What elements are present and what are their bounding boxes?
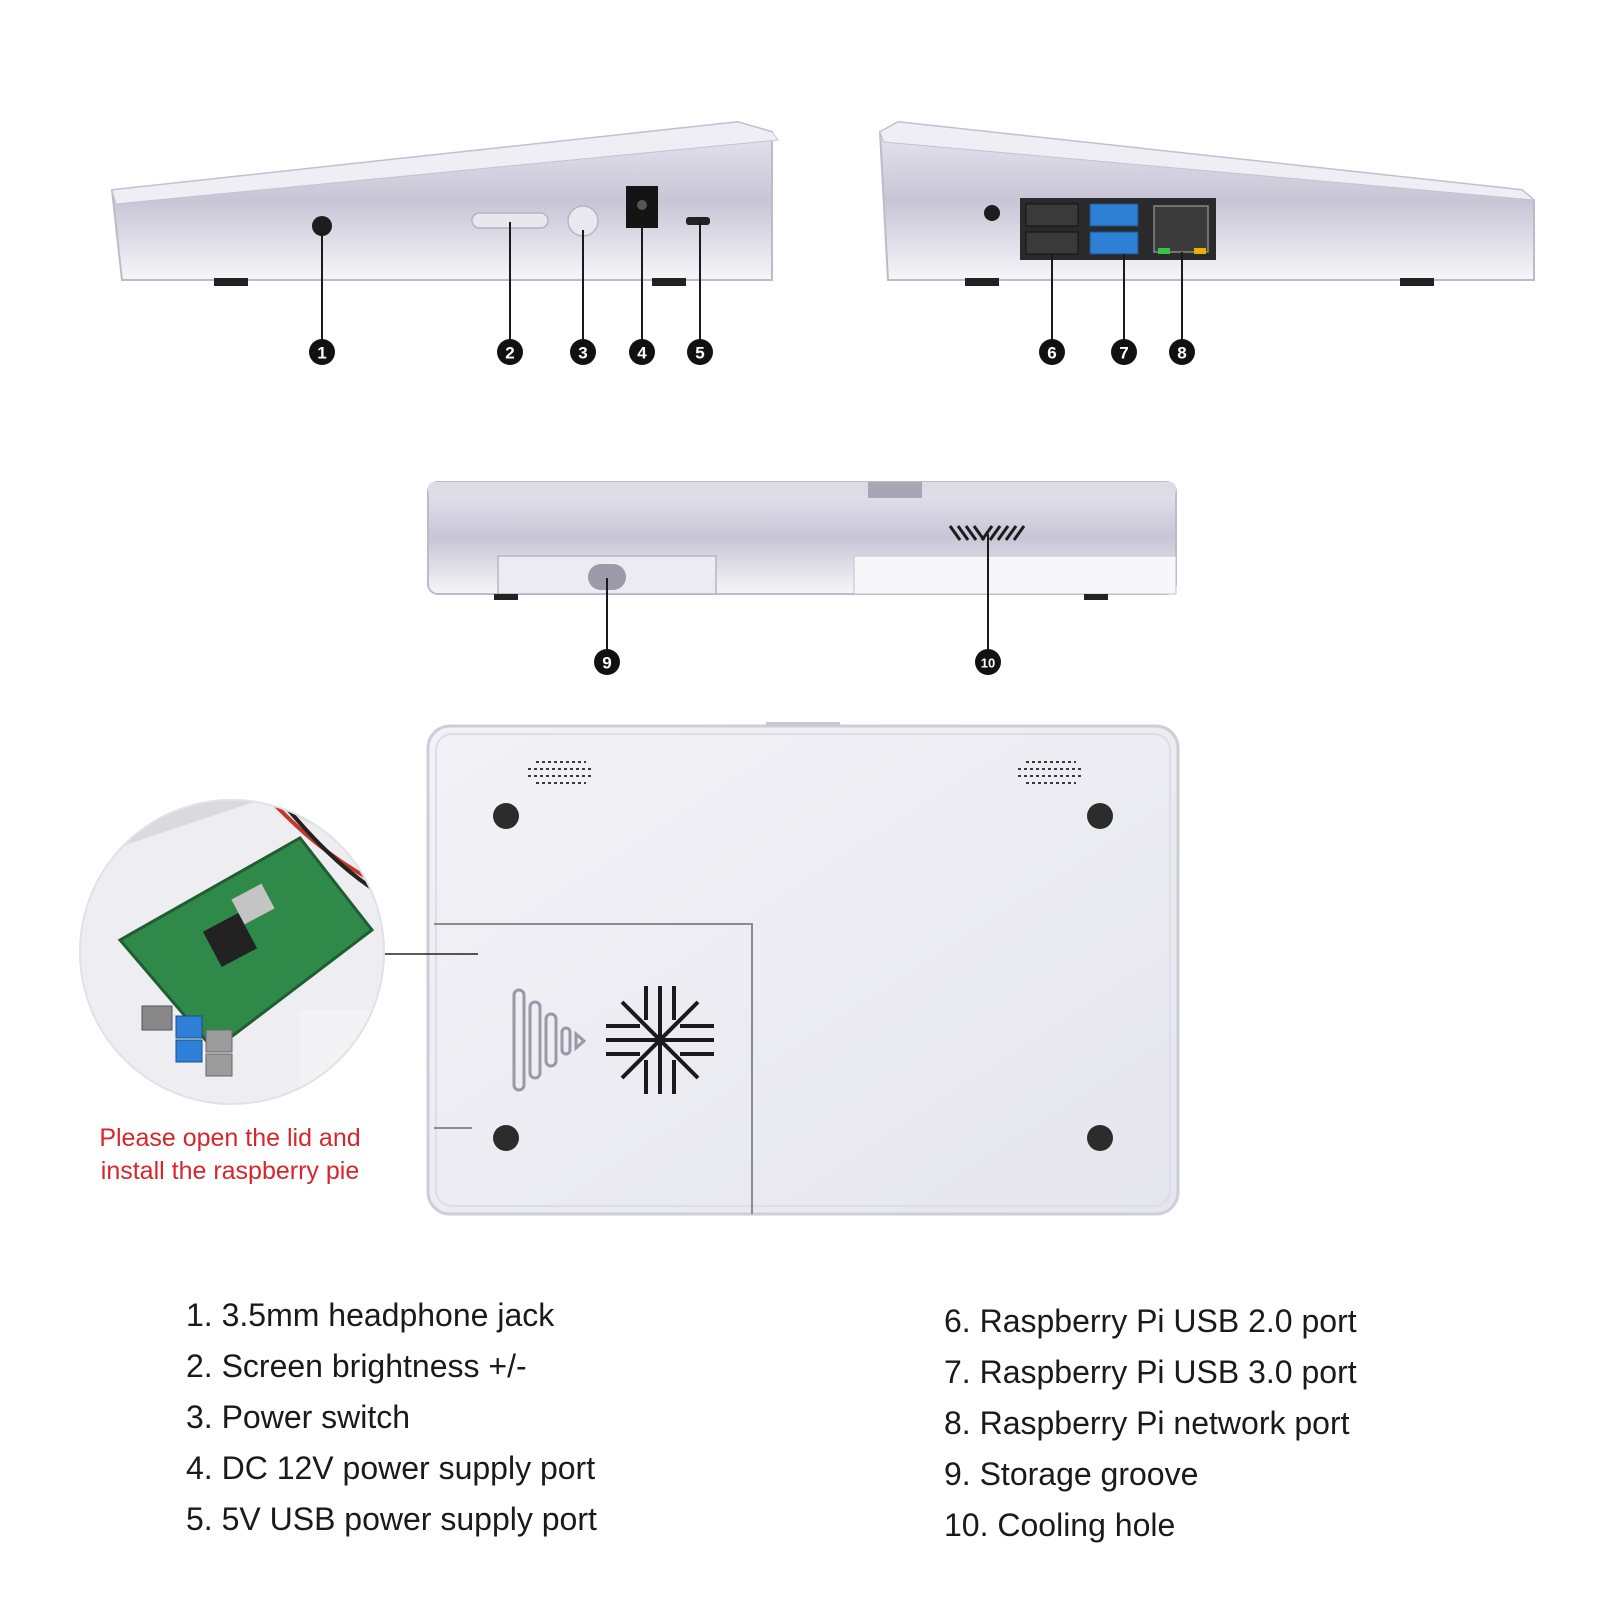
usb2-port-icon: [1025, 203, 1079, 227]
install-note-line-1: Please open the lid and: [99, 1124, 361, 1152]
svg-text:3: 3: [578, 344, 587, 363]
leader-lines: [321, 222, 1183, 650]
rubber-foot: [493, 803, 519, 829]
storage-groove: [588, 564, 626, 590]
callout-7: 7: [1111, 339, 1137, 365]
callout-9: 9: [594, 649, 620, 675]
svg-text:6: 6: [1047, 344, 1056, 363]
legend-item: 1. 3.5mm headphone jack: [186, 1297, 555, 1333]
legend-item: 3. Power switch: [186, 1399, 411, 1435]
callout-1: 1: [309, 339, 335, 365]
svg-text:10: 10: [981, 656, 995, 671]
legend-item: 8. Raspberry Pi network port: [944, 1405, 1350, 1441]
raspberry-pi-inset: [79, 799, 478, 1105]
left-side-view: [110, 120, 779, 286]
cooling-vent-icon: [948, 525, 1026, 541]
callout-5: 5: [687, 339, 713, 365]
legend-item: 7. Raspberry Pi USB 3.0 port: [944, 1354, 1357, 1390]
legend-item: 9. Storage groove: [944, 1456, 1199, 1492]
bottom-view: [426, 722, 1180, 1216]
callout-10: 10: [975, 649, 1001, 675]
right-side-view: [878, 120, 1536, 286]
callout-8: 8: [1169, 339, 1195, 365]
micro-usb-port-icon: [686, 217, 710, 225]
legend-left: 1. 3.5mm headphone jack 2. Screen bright…: [186, 1290, 597, 1545]
callout-4: 4: [629, 339, 655, 365]
callout-6: 6: [1039, 339, 1065, 365]
raspberry-logo-vent-icon: [606, 986, 714, 1094]
legend-item: 4. DC 12V power supply port: [186, 1450, 596, 1486]
svg-text:1: 1: [317, 344, 326, 363]
callout-3: 3: [570, 339, 596, 365]
rubber-foot: [1087, 1125, 1113, 1151]
lid-vent-arcs: [512, 988, 587, 1092]
svg-text:2: 2: [505, 344, 514, 363]
svg-text:4: 4: [637, 344, 647, 363]
svg-text:9: 9: [602, 654, 611, 673]
svg-text:5: 5: [695, 344, 704, 363]
legend-right: 6. Raspberry Pi USB 2.0 port 7. Raspberr…: [944, 1296, 1357, 1551]
usb3-port-icon: [1089, 203, 1139, 227]
install-note: Please open the lid and install the rasp…: [70, 1122, 390, 1188]
svg-text:8: 8: [1177, 344, 1186, 363]
legend-item: 10. Cooling hole: [944, 1507, 1176, 1543]
lid-outline: [434, 923, 753, 1214]
svg-text:7: 7: [1119, 344, 1128, 363]
rubber-foot: [1087, 803, 1113, 829]
speaker-grille-icon: [528, 761, 1084, 784]
back-view: [427, 481, 1177, 600]
callout-2: 2: [497, 339, 523, 365]
install-note-line-2: install the raspberry pie: [100, 1157, 360, 1185]
legend-item: 5. 5V USB power supply port: [186, 1501, 597, 1537]
legend-item: 6. Raspberry Pi USB 2.0 port: [944, 1303, 1357, 1339]
legend-item: 2. Screen brightness +/-: [186, 1348, 527, 1384]
ethernet-port-icon: [1153, 205, 1209, 253]
rubber-foot: [493, 1125, 519, 1151]
